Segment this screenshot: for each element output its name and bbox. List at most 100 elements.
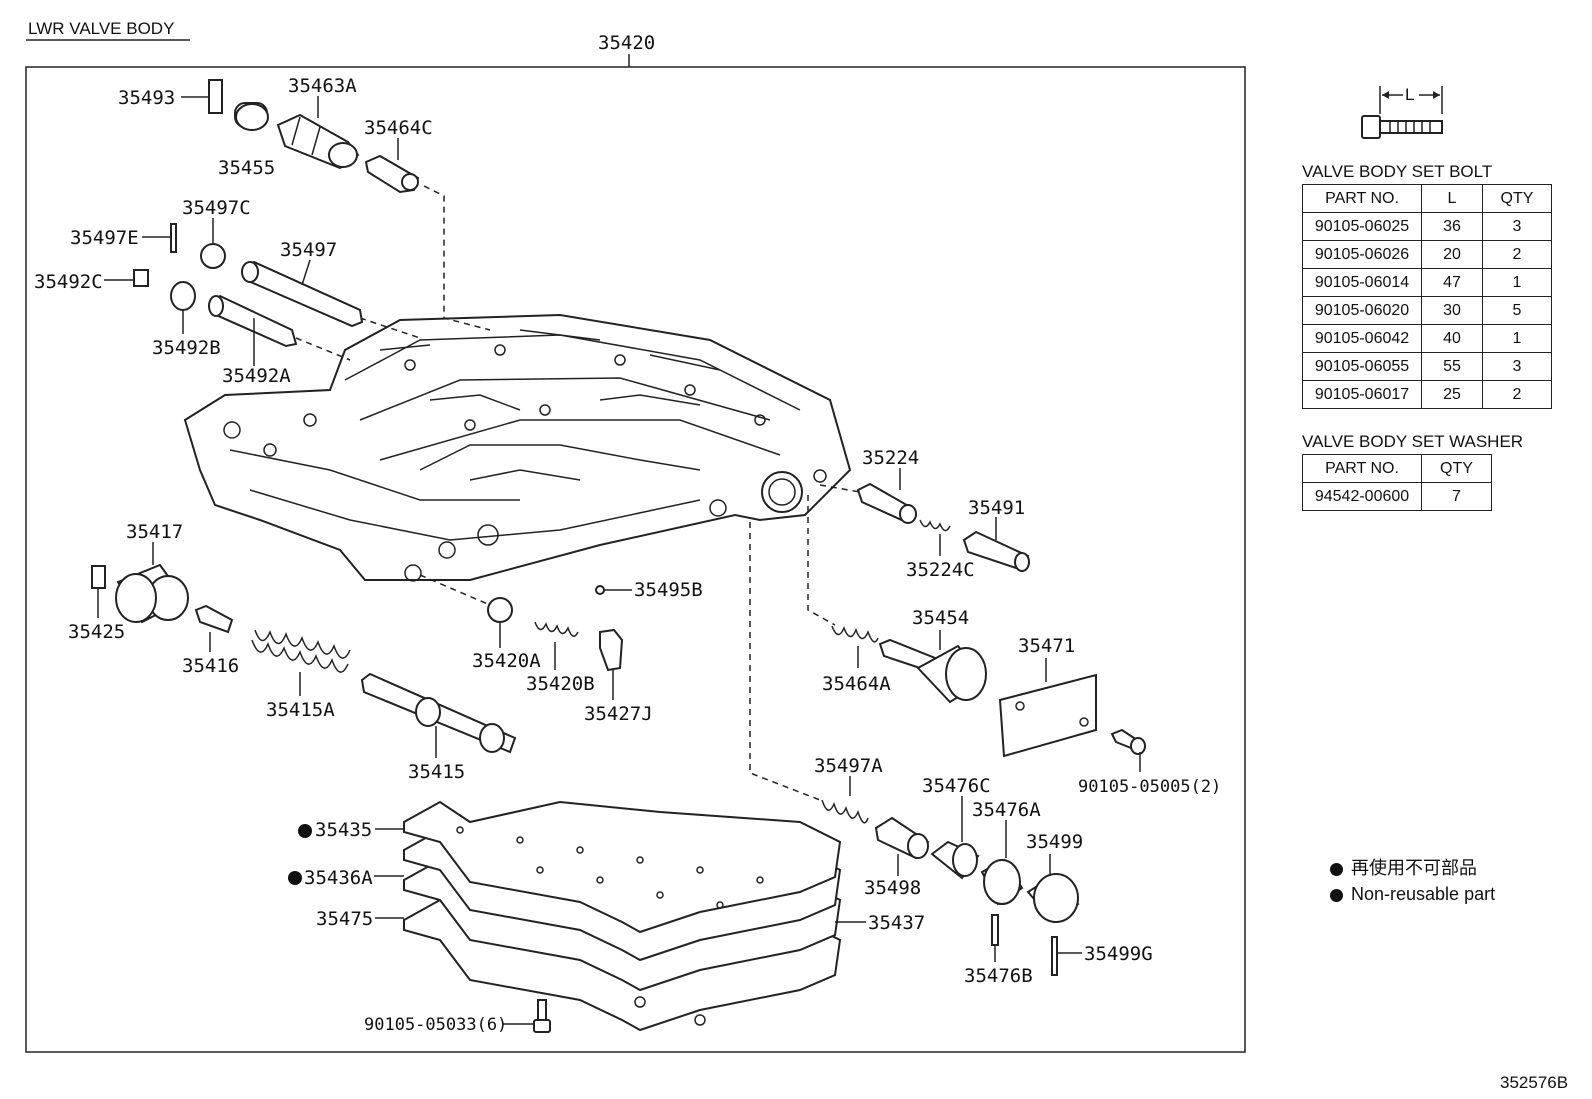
callout-35492A: 35492A bbox=[222, 365, 291, 387]
length-cell: 20 bbox=[1421, 240, 1483, 269]
part-35415 bbox=[360, 672, 517, 758]
callout-35415A: 35415A bbox=[266, 699, 335, 721]
non-reusable-dot-icon bbox=[1330, 888, 1343, 902]
callout-90105-05005: 90105-05005(2) bbox=[1078, 777, 1221, 797]
qty-cell: 1 bbox=[1482, 324, 1552, 353]
assembly-number: 35420 bbox=[598, 32, 655, 54]
callout-35464A: 35464A bbox=[822, 673, 891, 695]
callout-90105-05033: 90105-05033(6) bbox=[364, 1015, 507, 1035]
part-35492A bbox=[208, 294, 298, 366]
callout-35495B: 35495B bbox=[634, 579, 703, 601]
part-35464C bbox=[364, 138, 420, 194]
part-number-cell: 90105-06014 bbox=[1302, 268, 1422, 297]
part-number-cell: 90105-06025 bbox=[1302, 212, 1422, 241]
part-35499 bbox=[1026, 854, 1080, 924]
length-cell: 40 bbox=[1421, 324, 1483, 353]
section-title: LWR VALVE BODY bbox=[28, 19, 174, 38]
drawing-id: 352576B bbox=[1500, 1073, 1568, 1092]
length-cell: 47 bbox=[1421, 268, 1483, 297]
part-35492B bbox=[170, 281, 196, 334]
qty-cell: 1 bbox=[1482, 268, 1552, 297]
part-35224 bbox=[856, 468, 917, 524]
callout-35463A: 35463A bbox=[288, 75, 357, 97]
part-35417 bbox=[115, 542, 189, 624]
column-header: PART NO. bbox=[1302, 454, 1422, 483]
callout-35224: 35224 bbox=[862, 447, 919, 469]
part-35493 bbox=[181, 79, 223, 114]
callout-35436A: 35436A bbox=[304, 867, 373, 889]
callout-35475: 35475 bbox=[316, 908, 373, 930]
length-cell: 25 bbox=[1421, 380, 1483, 409]
bolt-table-header: PART NO. L QTY bbox=[1302, 184, 1552, 213]
assembly-frame bbox=[25, 66, 1246, 1053]
column-header: L bbox=[1421, 184, 1483, 213]
part-number-cell: 94542-00600 bbox=[1302, 482, 1422, 511]
callout-35416: 35416 bbox=[182, 655, 239, 677]
column-header: QTY bbox=[1482, 184, 1552, 213]
dimension-label: L bbox=[1405, 85, 1414, 104]
part-35497 bbox=[241, 259, 364, 328]
part-35476C bbox=[930, 796, 980, 880]
callout-35420B: 35420B bbox=[526, 673, 595, 695]
callout-35476A: 35476A bbox=[972, 799, 1041, 821]
callout-35417: 35417 bbox=[126, 521, 183, 543]
column-header: QTY bbox=[1421, 454, 1492, 483]
non-reusable-dot bbox=[288, 871, 302, 885]
part-number-cell: 90105-06042 bbox=[1302, 324, 1422, 353]
callout-35499G: 35499G bbox=[1084, 943, 1153, 965]
part-35425 bbox=[91, 565, 106, 618]
callout-35493: 35493 bbox=[118, 87, 175, 109]
part-35497E bbox=[142, 223, 177, 253]
separator-plates bbox=[374, 800, 866, 1032]
part-90105-05005 bbox=[1110, 728, 1146, 772]
legend-row-english: Non-reusable part bbox=[1330, 884, 1495, 905]
callout-35435: 35435 bbox=[315, 819, 372, 841]
length-cell: 36 bbox=[1421, 212, 1483, 241]
legend-row-japanese: 再使用不可部品 bbox=[1330, 854, 1495, 880]
part-number-cell: 90105-06026 bbox=[1302, 240, 1422, 269]
callout-35497C: 35497C bbox=[182, 197, 251, 219]
washer-table-header: PART NO. QTY bbox=[1302, 454, 1492, 483]
callout-35224C: 35224C bbox=[906, 559, 975, 581]
part-35415A-spring bbox=[251, 629, 351, 696]
legend-japanese-text: 再使用不可部品 bbox=[1351, 858, 1477, 879]
column-header: PART NO. bbox=[1302, 184, 1422, 213]
part-number-cell: 90105-06020 bbox=[1302, 296, 1422, 325]
part-number-cell: 90105-06055 bbox=[1302, 352, 1422, 381]
callout-35497A: 35497A bbox=[814, 755, 883, 777]
callout-35471: 35471 bbox=[1018, 635, 1075, 657]
part-35498 bbox=[874, 816, 930, 876]
part-35492C bbox=[104, 269, 149, 287]
part-90105-05033-bolt bbox=[502, 999, 551, 1033]
qty-cell: 3 bbox=[1482, 212, 1552, 241]
qty-cell: 7 bbox=[1421, 482, 1492, 511]
callout-35437: 35437 bbox=[868, 912, 925, 934]
part-35463A bbox=[276, 96, 360, 170]
callout-35492C: 35492C bbox=[34, 271, 103, 293]
part-35224C-spring bbox=[919, 519, 951, 556]
assembly-leader-lines bbox=[295, 185, 861, 801]
length-cell: 30 bbox=[1421, 296, 1483, 325]
part-35420A bbox=[487, 597, 513, 648]
part-35464A-spring bbox=[831, 625, 879, 668]
part-35476A bbox=[980, 820, 1024, 906]
non-reusable-dot bbox=[298, 824, 312, 838]
qty-cell: 5 bbox=[1482, 296, 1552, 325]
callout-labels: 35493 35463A 35455 35464C 35497C 35497E … bbox=[34, 75, 1221, 1035]
bolt-table-title: VALVE BODY SET BOLT bbox=[1302, 162, 1493, 181]
callout-35476C: 35476C bbox=[922, 775, 991, 797]
callout-35415: 35415 bbox=[408, 761, 465, 783]
qty-cell: 2 bbox=[1482, 240, 1552, 269]
legend: 再使用不可部品 Non-reusable part bbox=[1330, 854, 1495, 905]
part-35471-plate bbox=[998, 658, 1097, 758]
valve-body-casting bbox=[183, 313, 852, 582]
